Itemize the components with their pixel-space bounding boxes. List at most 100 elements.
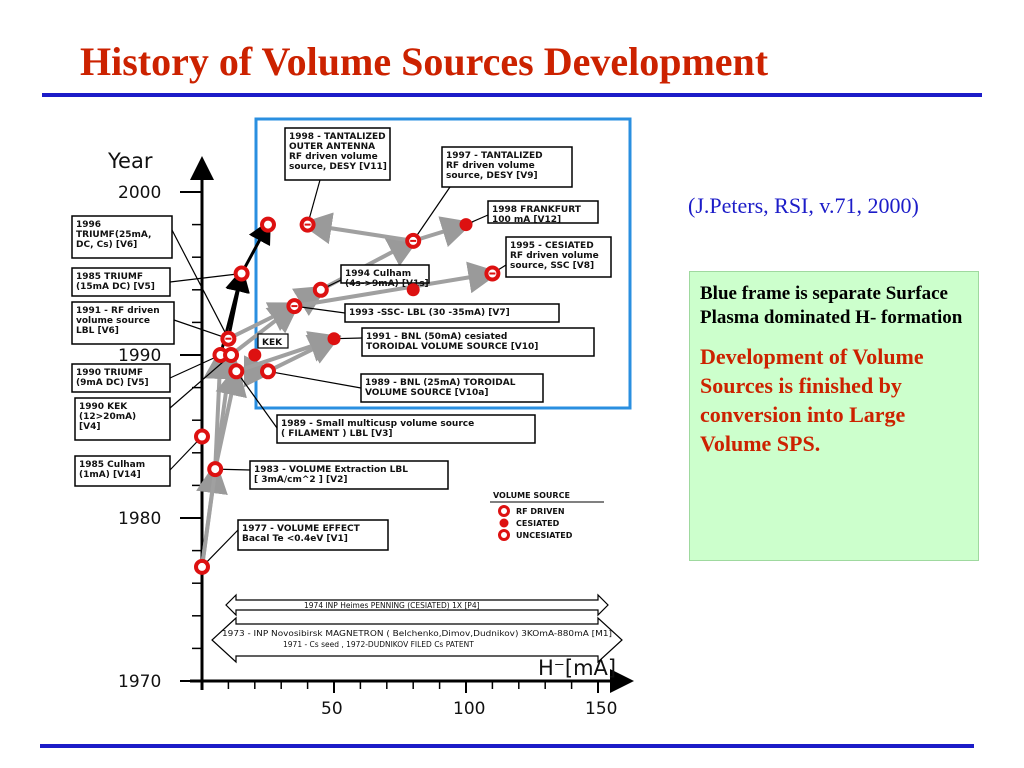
- annotation-frame: [505, 236, 612, 278]
- data-point-uncesiated: [228, 363, 245, 380]
- annotation-frame: [237, 519, 389, 551]
- top-divider: [42, 93, 982, 97]
- y-tick-label: 1990: [118, 346, 161, 366]
- data-point-uncesiated: [260, 216, 276, 233]
- y-tick-label: 1980: [118, 509, 161, 529]
- data-point-uncesiated: [207, 461, 224, 478]
- annotation-box: 1983 - VOLUME Extraction LBL[ 3mA/cm^2 ]…: [249, 460, 449, 490]
- annotation-text: 100 mA [V12]: [492, 215, 561, 225]
- annotation-frame: [74, 455, 171, 487]
- annotation-frame: [71, 301, 175, 345]
- annotation-frame: [340, 264, 430, 284]
- annotation-text: 1991 - RF driven: [76, 306, 160, 316]
- y-axis-label: Year: [107, 149, 153, 173]
- progress-arrow-gray: [412, 216, 474, 247]
- annotation-text: TOROIDAL VOLUME SOURCE [V10]: [366, 342, 538, 352]
- annotation-box: 1985 TRIUMF(15mA DC) [V5]: [71, 267, 171, 297]
- annotation-text: VOLUME SOURCE [V10a]: [365, 388, 488, 398]
- annotation-leader: [169, 272, 242, 283]
- slide-title: History of Volume Sources Development: [80, 39, 769, 84]
- annotation-frame: [71, 215, 173, 259]
- progress-arrow-gray: [213, 363, 247, 470]
- annotation-text: 1990 KEK: [79, 402, 128, 412]
- data-point-uncesiated: [194, 558, 210, 575]
- annotation-text: [V4]: [79, 422, 100, 432]
- annotation-text: RF driven volume: [510, 251, 599, 261]
- annotation-frame: [249, 460, 449, 490]
- banner-line: 1974 INP Heimes PENNING (CESIATED) 1X [P…: [304, 601, 480, 610]
- legend-item: CESIATED: [516, 519, 560, 528]
- data-point-cesiated: [327, 332, 341, 346]
- annotation-text: 1990 TRIUMF: [76, 368, 143, 378]
- annotation-frame: [360, 373, 544, 403]
- annotation-text: source, DESY [V9]: [446, 171, 538, 181]
- x-tick-label: 100: [453, 699, 485, 719]
- banner-arrow-bottom: [211, 616, 623, 664]
- data-point-uncesiated: [233, 265, 250, 282]
- annotation-box: 1990 TRIUMF(9mA DC) [V5]: [71, 363, 171, 393]
- annotation-text: 1977 - VOLUME EFFECT: [242, 524, 361, 534]
- annotation-text: 1985 Culham: [79, 460, 145, 470]
- annotation-frame: [487, 200, 599, 224]
- x-tick-label: 150: [585, 699, 617, 719]
- annotation-text: OUTER ANTENNA: [289, 142, 375, 152]
- annotation-text: (1mA) [V14]: [79, 470, 141, 480]
- bottom-divider: [40, 744, 974, 748]
- annotation-frame: [441, 146, 573, 188]
- annotation-leader: [235, 370, 278, 429]
- legend-item: UNCESIATED: [516, 531, 573, 540]
- progress-arrow-black: [240, 219, 271, 275]
- annotation-text: 1995 - CESIATED: [510, 241, 594, 251]
- annotation-text: Bacal Te <0.4eV [V1]: [242, 534, 348, 544]
- annotation-box: 1985 Culham(1mA) [V14]: [74, 455, 171, 487]
- annotation-frame: [276, 414, 536, 444]
- legend-marker-uncesiated: [498, 529, 510, 541]
- annotation-leader: [173, 319, 229, 340]
- annotation-frame: [74, 397, 171, 441]
- legend-marker-cesiated: [499, 518, 509, 528]
- annotation-text: source, SSC [V8]: [510, 261, 594, 271]
- kek-frame: [257, 333, 289, 349]
- note-conclusion: Development of Volume Sources is finishe…: [700, 344, 924, 456]
- citation: (J.Peters, RSI, v.71, 2000): [688, 193, 919, 218]
- progress-arrow-gray: [294, 261, 501, 309]
- annotation-leader: [412, 186, 451, 242]
- kek-label: KEK: [262, 338, 283, 348]
- annotation-box: 1994 Culham(4s->9mA) [V1s]: [340, 264, 430, 289]
- legend-item: RF DRIVEN: [516, 507, 565, 516]
- annotation-leader: [294, 305, 346, 314]
- annotation-text: 1983 - VOLUME Extraction LBL: [254, 465, 408, 475]
- annotation-text: 1998 - TANTALIZED: [289, 132, 386, 142]
- annotation-text: (9mA DC) [V5]: [76, 378, 149, 388]
- annotation-text: 1989 - Small multicusp volume source: [281, 419, 474, 429]
- annotation-text: TRIUMF(25mA,: [76, 230, 151, 240]
- note-surface-plasma: Blue frame is separate Surface Plasma do…: [700, 283, 963, 328]
- x-tick-label: 50: [321, 699, 343, 719]
- kek-box: KEK: [257, 333, 289, 349]
- annotation-text: (12>20mA): [79, 412, 136, 422]
- annotation-leader: [171, 229, 229, 339]
- annotation-leader: [169, 354, 221, 379]
- annotation-text: 1989 - BNL (25mA) TOROIDAL: [365, 378, 516, 388]
- note-box: Blue frame is separate Surface Plasma do…: [689, 271, 979, 561]
- y-tick-label: 1970: [118, 672, 161, 692]
- banner-line: 1971 - Cs seed , 1972-DUDNIKOV FILED Cs …: [283, 640, 474, 649]
- data-point-cesiated: [459, 218, 473, 232]
- data-point-uncesiated: [260, 363, 276, 380]
- annotation-leader: [201, 529, 239, 568]
- inp-banner: 1974 INP Heimes PENNING (CESIATED) 1X [P…: [211, 593, 623, 664]
- x-axis-label: H⁻[mA]: [538, 656, 616, 680]
- annotation-frame: [71, 363, 171, 393]
- annotation-box: 1989 - Small multicusp volume source( FI…: [276, 414, 536, 444]
- annotation-text: 1997 - TANTALIZED: [446, 151, 543, 161]
- data-point-cesiated: [248, 348, 262, 362]
